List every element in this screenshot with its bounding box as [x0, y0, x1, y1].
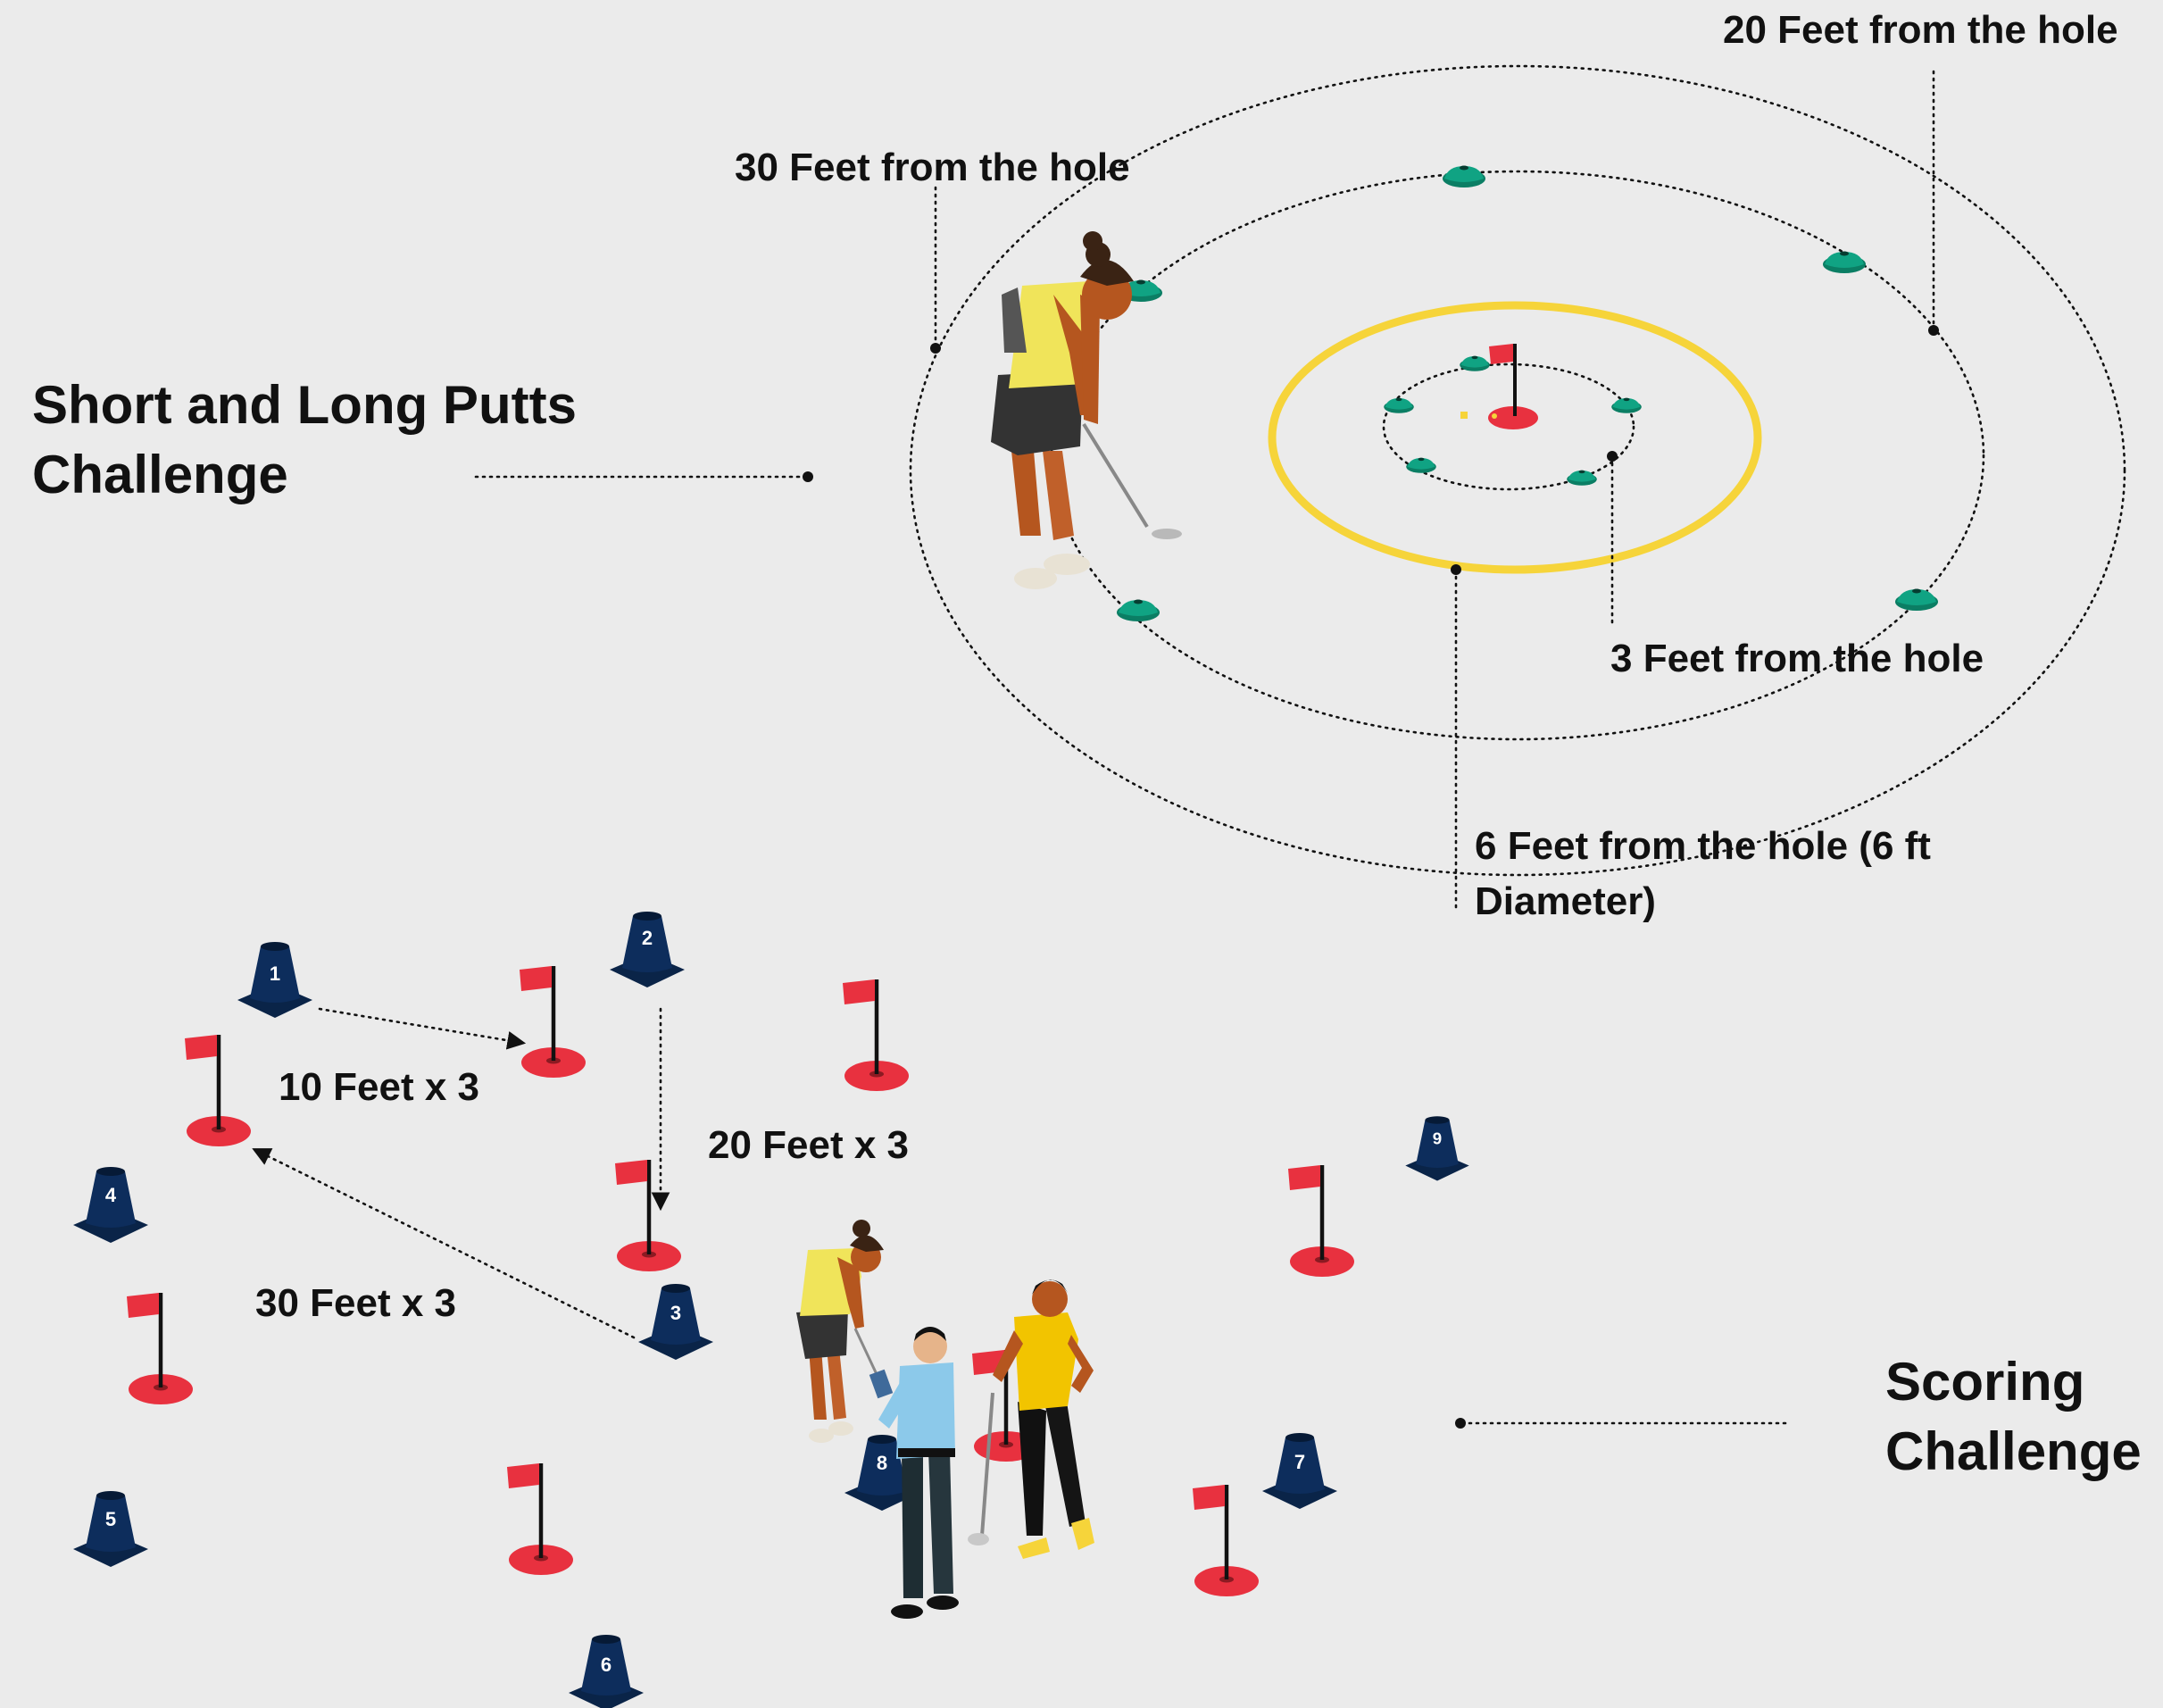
cone-9: 9	[1405, 1116, 1468, 1180]
marker-disc	[1895, 589, 1938, 612]
putts-title-line2: Challenge	[32, 445, 288, 504]
flag-hole	[843, 979, 909, 1091]
label-20-feet: 20 Feet from the hole	[1723, 8, 2118, 52]
label-10-feet-x3: 10 Feet x 3	[279, 1065, 479, 1109]
marker-disc	[1117, 600, 1160, 622]
label-30-feet-x3: 30 Feet x 3	[255, 1281, 456, 1325]
svg-text:4: 4	[105, 1184, 117, 1206]
scoring-title-line2: Challenge	[1885, 1421, 2142, 1481]
flag-hole	[520, 966, 586, 1078]
marker-disc	[1384, 398, 1414, 413]
flag-hole	[507, 1463, 573, 1575]
label-3-feet: 3 Feet from the hole	[1610, 637, 1984, 680]
marker-disc	[1823, 252, 1866, 274]
putts-title-line1: Short and Long Putts	[32, 375, 577, 435]
player-yellow-shirt	[968, 1279, 1094, 1559]
flag-hole	[1193, 1485, 1259, 1596]
putting-green-area	[476, 66, 2125, 912]
marker-disc	[1611, 398, 1642, 413]
cone-2: 2	[610, 912, 685, 987]
arrow-10-feet	[320, 1009, 522, 1043]
flag-hole	[1288, 1165, 1354, 1277]
flag-hole	[615, 1160, 681, 1271]
cone-6: 6	[569, 1635, 644, 1708]
svg-text:3: 3	[670, 1302, 681, 1324]
cone-7: 7	[1262, 1433, 1337, 1509]
marker-disc	[1406, 458, 1436, 473]
label-20-feet-x3: 20 Feet x 3	[708, 1123, 909, 1167]
svg-text:6: 6	[601, 1654, 611, 1676]
svg-text:7: 7	[1294, 1451, 1305, 1473]
cone-5: 5	[73, 1491, 148, 1567]
svg-text:5: 5	[105, 1508, 116, 1530]
scoring-title-line1: Scoring	[1885, 1352, 2084, 1412]
label-6-feet-line2: Diameter)	[1475, 879, 1656, 923]
label-6-feet-line1: 6 Feet from the hole (6 ft	[1475, 824, 1931, 868]
svg-text:8: 8	[877, 1452, 887, 1474]
marker-disc	[1460, 356, 1490, 371]
cone-3: 3	[638, 1284, 713, 1360]
golfer-small	[796, 1220, 884, 1443]
flag-hole	[185, 1035, 251, 1146]
marker-disc	[1443, 166, 1485, 188]
svg-text:1: 1	[270, 962, 280, 985]
flag-hole	[127, 1293, 193, 1404]
cone-1: 1	[237, 942, 312, 1018]
svg-text:2: 2	[642, 927, 653, 949]
cone-4: 4	[73, 1167, 148, 1243]
svg-text:9: 9	[1433, 1129, 1442, 1148]
label-30-feet: 30 Feet from the hole	[735, 146, 1130, 189]
